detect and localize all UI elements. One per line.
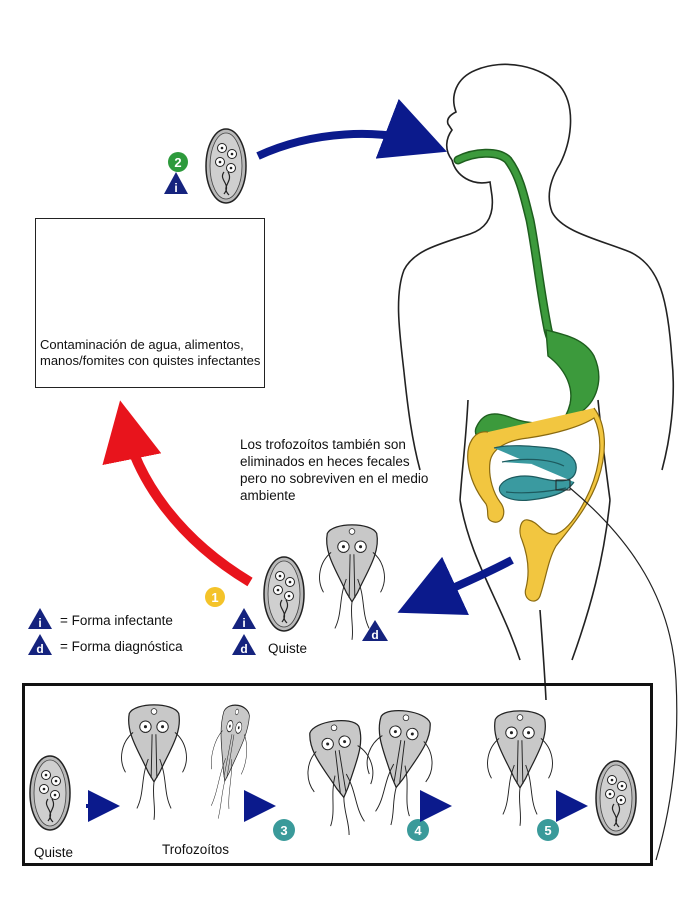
intestinal-multiplication-box [22, 683, 653, 866]
arrow-excretion [397, 556, 514, 615]
stage-1-number: 1 [211, 590, 218, 605]
trophozoite-note: Los trofozoítos también son eliminados e… [240, 437, 429, 503]
legend-diagnostic-label: = Forma diagnóstica [60, 639, 183, 654]
stage-5-number: 5 [544, 823, 551, 838]
stage-2-number: 2 [174, 155, 181, 170]
stage-4-number: 4 [414, 823, 422, 838]
zoom-connector-line [569, 487, 678, 861]
arrow-ingestion [256, 98, 447, 160]
stage-2-badge: 2 [168, 152, 188, 172]
infective-badge-mid: i [232, 608, 256, 630]
legend-infective-label: = Forma infectante [60, 613, 173, 628]
digestive-tract [453, 148, 605, 602]
svg-text:d: d [240, 642, 247, 656]
cyst-label-middle: Quiste [268, 641, 308, 656]
arrow-contamination [102, 400, 253, 587]
excreted-cyst [263, 556, 305, 632]
svg-text:i: i [38, 616, 41, 630]
contamination-text: Contaminación de agua, alimentos, manos/… [40, 337, 261, 368]
svg-text:d: d [371, 628, 378, 642]
diagnostic-badge-troph: d [362, 620, 388, 642]
diagnostic-badge-mid: d [232, 634, 256, 656]
svg-text:i: i [174, 181, 177, 195]
stage-3-badge: 3 [273, 819, 295, 841]
legend-diagnostic-icon: d [28, 634, 52, 656]
stage-1-badge: 1 [205, 587, 225, 607]
stage-4-badge: 4 [407, 819, 429, 841]
svg-text:d: d [36, 642, 43, 656]
infective-badge-top: i [164, 172, 188, 195]
legend-infective-icon: i [28, 608, 52, 630]
contamination-box: Contaminación de agua, alimentos, manos/… [35, 218, 265, 388]
svg-text:i: i [242, 616, 245, 630]
stage-5-badge: 5 [537, 819, 559, 841]
trophozoites-label: Trofozoítos [162, 842, 230, 857]
human-body-outline [397, 63, 675, 701]
cyst-label-bottom: Quiste [34, 845, 74, 860]
infective-cyst [205, 128, 247, 204]
stage-3-number: 3 [280, 823, 287, 838]
multiplication-sequence [29, 701, 637, 841]
